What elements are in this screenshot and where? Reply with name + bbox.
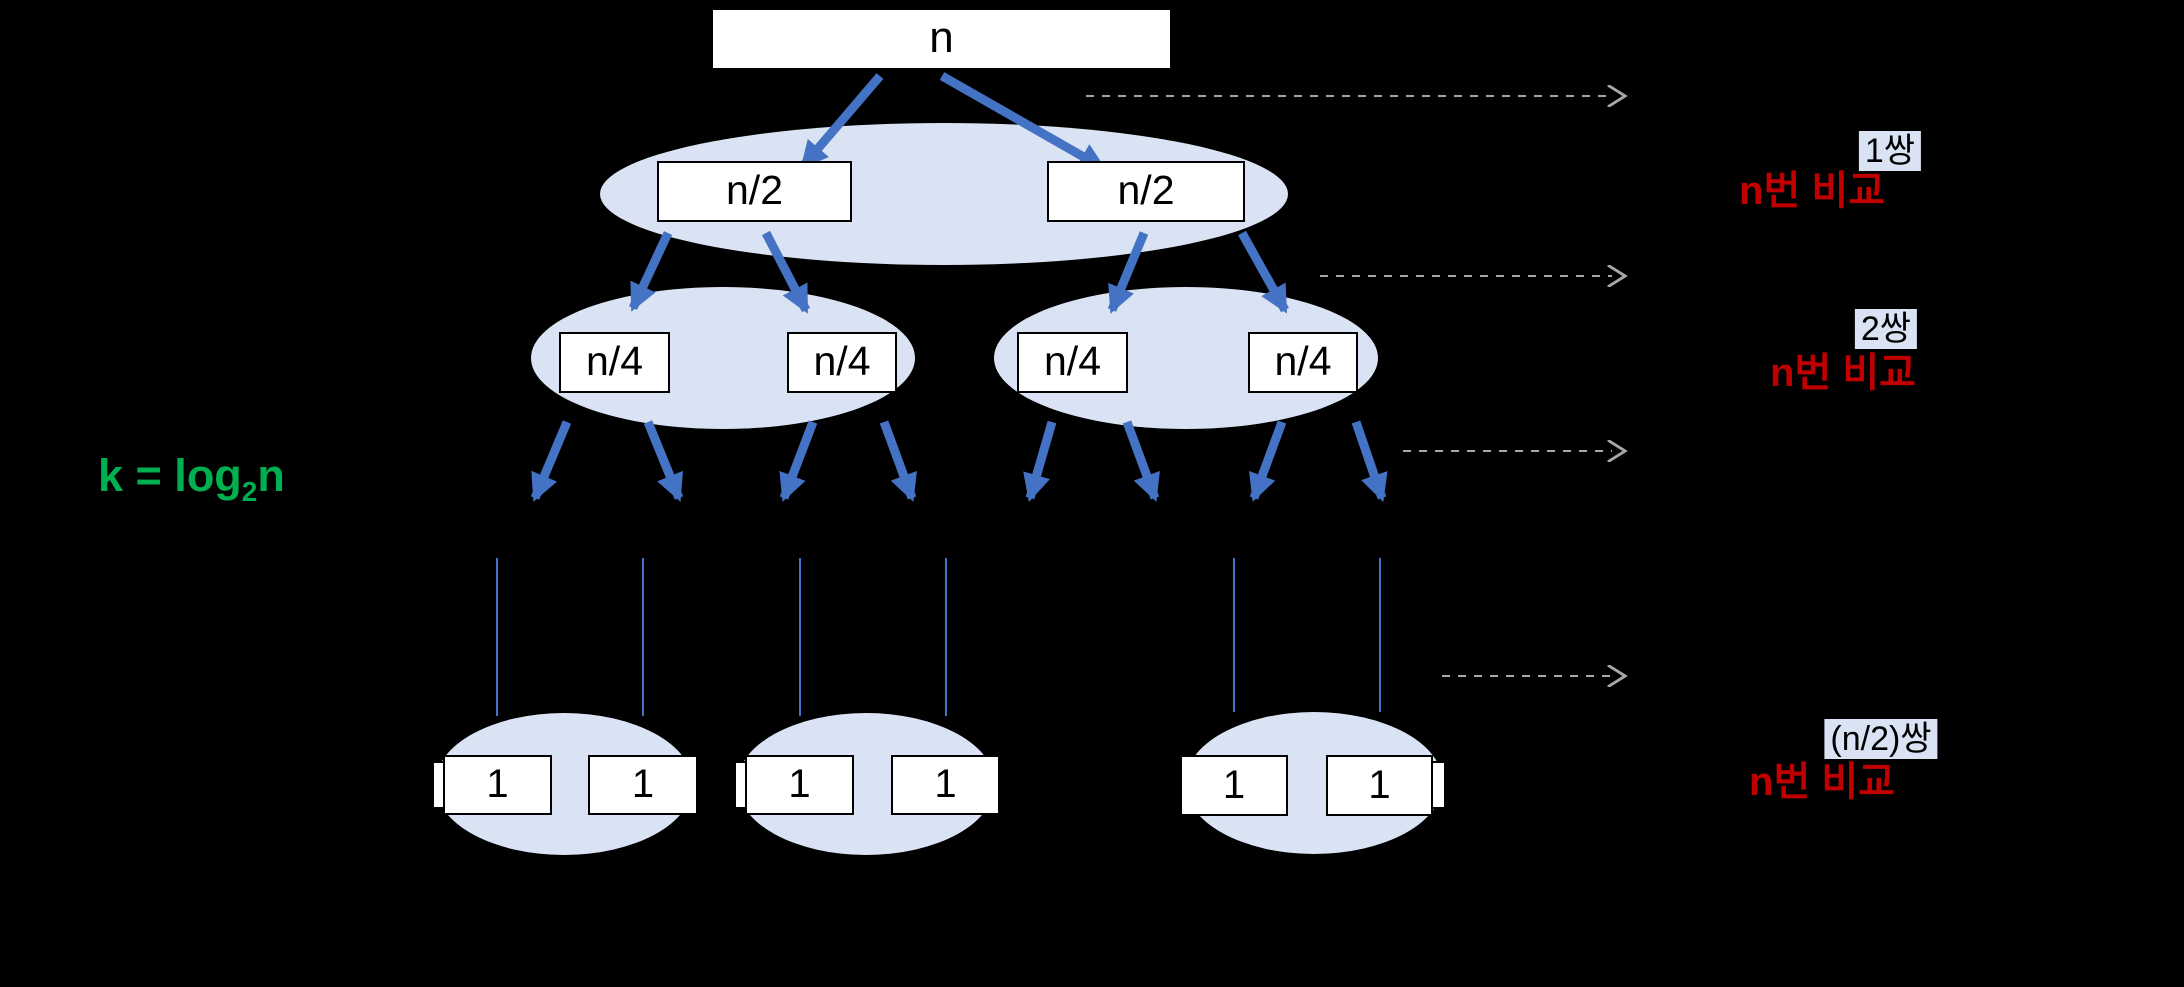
- group-ellipse-leaf-1: [435, 713, 693, 855]
- level2-node-0: n/2: [657, 161, 852, 222]
- level2-node-label: n/2: [1117, 167, 1175, 213]
- root-node: n: [713, 10, 1170, 68]
- level3-node-1: n/4: [787, 332, 897, 393]
- comparison-count-label-leaf: n번 비교: [1749, 760, 1895, 804]
- group-ellipse-leaf-2: [737, 713, 995, 855]
- split-arrows-level1: [799, 72, 1107, 172]
- leaf-node-label: 1: [1222, 762, 1246, 807]
- leaf-node-0: 1: [443, 755, 552, 815]
- level3-node-3: n/4: [1248, 332, 1358, 393]
- formula-subscript: 2: [241, 476, 258, 507]
- group-ellipse-level3-left: [531, 287, 915, 429]
- level3-node-label: n/4: [813, 338, 871, 384]
- comparison-count-label-level1: n번 비교: [1739, 169, 1885, 213]
- group-ellipse-leaf-3: [1185, 712, 1443, 854]
- root-node-label: n: [929, 13, 954, 62]
- depth-formula: k = log2n: [98, 450, 285, 508]
- leaf-node-3: 1: [891, 755, 1000, 815]
- pair-count-label-leaf: (n/2)쌍: [1824, 719, 1938, 760]
- group-ellipse-level2: [600, 123, 1288, 265]
- split-arrows-level3: [530, 420, 1388, 503]
- level2-node-1: n/2: [1047, 161, 1245, 222]
- level2-node-label: n/2: [726, 167, 783, 213]
- leaf-node-2: 1: [745, 755, 854, 815]
- pair-count-label-level2: 2쌍: [1854, 309, 1918, 350]
- level3-node-0: n/4: [559, 332, 670, 393]
- pair-count-label-level1: 1쌍: [1858, 131, 1922, 172]
- leaf-node-label: 1: [631, 762, 655, 806]
- leaf-node-5: 1: [1326, 755, 1433, 816]
- level3-node-label: n/4: [1274, 338, 1332, 384]
- level3-node-label: n/4: [1044, 338, 1101, 384]
- leaf-node-1: 1: [588, 755, 698, 815]
- formula-prefix: k = log: [98, 450, 242, 501]
- level-indicator-arrows: [1086, 96, 1612, 676]
- leaf-node-4: 1: [1180, 755, 1288, 816]
- leaf-node-label: 1: [934, 762, 957, 806]
- leaf-node-label: 1: [1368, 762, 1391, 807]
- leaf-node-label: 1: [486, 762, 509, 806]
- split-arrows-level2: [628, 230, 1289, 314]
- level3-node-2: n/4: [1017, 332, 1128, 393]
- leaf-node-label: 1: [788, 762, 811, 806]
- comparison-count-label-level2: n번 비교: [1770, 351, 1916, 395]
- formula-suffix: n: [257, 450, 285, 501]
- group-ellipse-level3-right: [994, 287, 1378, 429]
- continuation-lines: [496, 558, 1381, 716]
- level3-node-label: n/4: [586, 338, 643, 384]
